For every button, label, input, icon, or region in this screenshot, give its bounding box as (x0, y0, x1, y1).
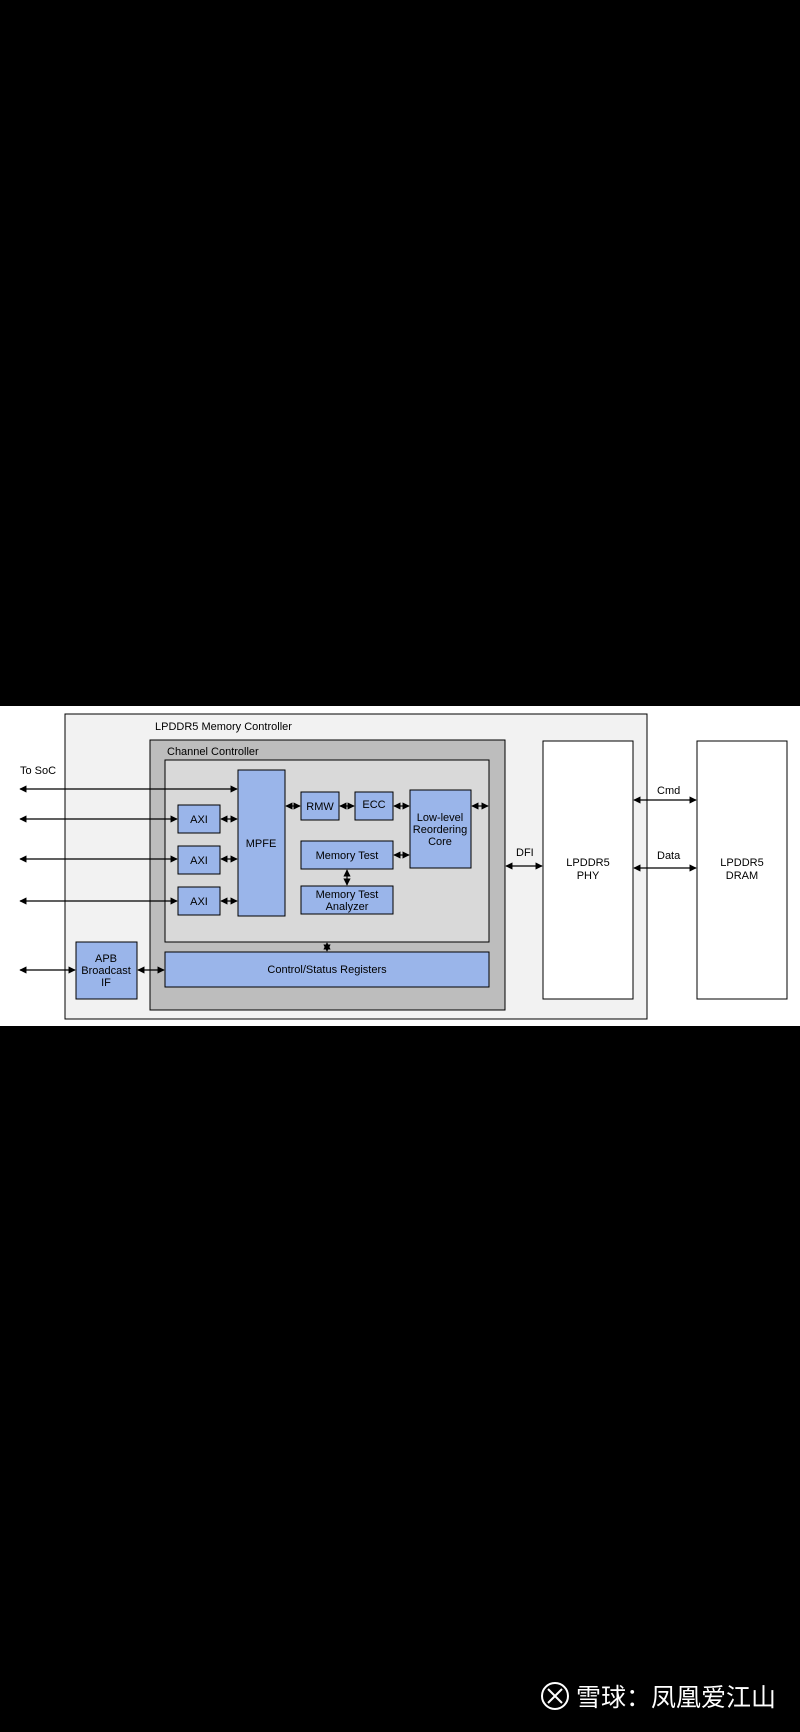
dram-line-1: LPDDR5 (720, 857, 763, 869)
phy-block (542, 740, 634, 1000)
dram-block (696, 740, 788, 1000)
watermark-text: 雪球：凤凰爱江山 (575, 1683, 776, 1712)
reorder-core-line-1: Low-level (417, 812, 463, 824)
phy-line-2: PHY (577, 870, 600, 882)
memory-test-analyzer-line-1: Memory Test (316, 889, 379, 901)
diagram-band: LPDDR5 Memory Controller Channel Control… (0, 706, 800, 1026)
axi-block-2 (177, 845, 221, 875)
apb-broadcast-line-3: IF (101, 977, 111, 989)
axi-label-1: AXI (190, 814, 208, 826)
apb-broadcast-block (75, 941, 138, 1000)
reorder-core-line-2: Reordering (413, 824, 467, 836)
mpfe-label: MPFE (246, 838, 277, 850)
cmd-label: Cmd (657, 785, 680, 797)
dfi-label: DFI (516, 847, 534, 859)
ecc-block (354, 791, 394, 821)
block-diagram: LPDDR5 Memory Controller Channel Control… (19, 713, 788, 1020)
control-status-registers-label: Control/Status Registers (267, 964, 387, 976)
memory-test-analyzer-line-2: Analyzer (326, 901, 369, 913)
control-status-registers-block (164, 951, 490, 988)
memory-test-analyzer-block (300, 885, 394, 915)
watermark: 雪球：凤凰爱江山 (540, 1678, 776, 1714)
data-label: Data (657, 850, 681, 862)
memory-test-label: Memory Test (316, 850, 379, 862)
mpfe-block (237, 769, 286, 917)
reorder-core-line-3: Core (428, 836, 452, 848)
axi-block-1 (177, 804, 221, 834)
to-soc-label: To SoC (20, 765, 56, 777)
axi-label-3: AXI (190, 896, 208, 908)
apb-broadcast-line-1: APB (95, 953, 117, 965)
channel-controller-title: Channel Controller (167, 746, 259, 758)
axi-label-2: AXI (190, 855, 208, 867)
rmw-block (300, 791, 340, 821)
memory-controller-title: LPDDR5 Memory Controller (155, 721, 292, 733)
snowball-logo-icon (540, 1682, 569, 1710)
rmw-label: RMW (306, 801, 334, 813)
phy-line-1: LPDDR5 (566, 857, 609, 869)
axi-block-3 (177, 886, 221, 916)
memory-test-block (300, 840, 394, 870)
dram-line-2: DRAM (726, 870, 758, 882)
apb-broadcast-line-2: Broadcast (81, 965, 131, 977)
reorder-core-block (409, 789, 472, 869)
ecc-label: ECC (362, 799, 385, 811)
